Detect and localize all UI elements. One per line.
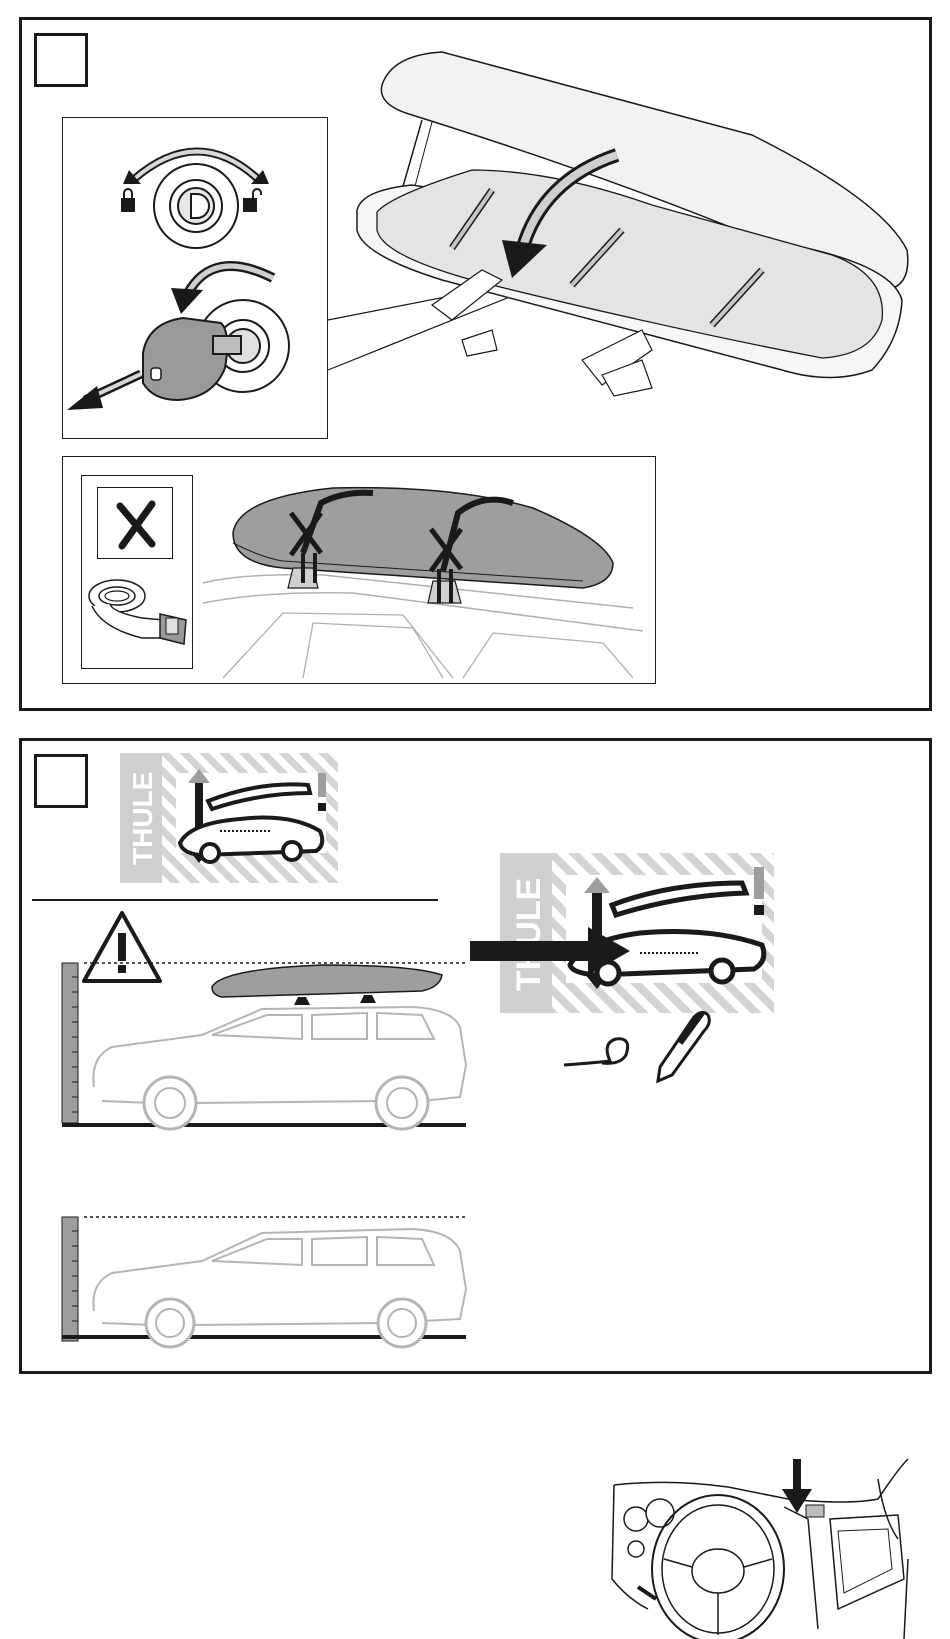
remove-key-arrow-icon: [67, 374, 141, 410]
car-height-illustration: [62, 1211, 482, 1351]
section-divider: [32, 899, 438, 901]
step-1-panel: [19, 17, 932, 711]
open-roof-box-illustration: [352, 40, 912, 400]
key-cylinder-icon: [154, 164, 238, 248]
height-sticker-small: THULE: [120, 753, 338, 883]
prohibited-x-box: [97, 487, 173, 559]
step-2-panel: THULE: [19, 738, 932, 1374]
step-2-number-box: [34, 754, 88, 808]
lock-inset: [62, 117, 328, 439]
lock-cylinder-illustration: [63, 118, 329, 440]
unlock-icon: [243, 189, 261, 212]
strap-icon: [82, 568, 194, 668]
dashboard-illustration: [608, 1459, 908, 1639]
down-arrow-icon: [782, 1459, 812, 1513]
step-1-number-box: [34, 33, 88, 87]
brand-logo: THULE: [127, 772, 158, 865]
prohibited-x-icon: [98, 488, 174, 560]
strap-prohibited-box: [81, 475, 193, 669]
apply-sticker-arrow-icon: [470, 927, 630, 977]
strapped-roof-box-illustration: [203, 463, 643, 683]
car-with-box-height-illustration: [62, 947, 482, 1127]
strap-warning-inset: [62, 456, 656, 684]
pen-icon: [562, 1003, 722, 1083]
lock-icon: [121, 189, 135, 212]
